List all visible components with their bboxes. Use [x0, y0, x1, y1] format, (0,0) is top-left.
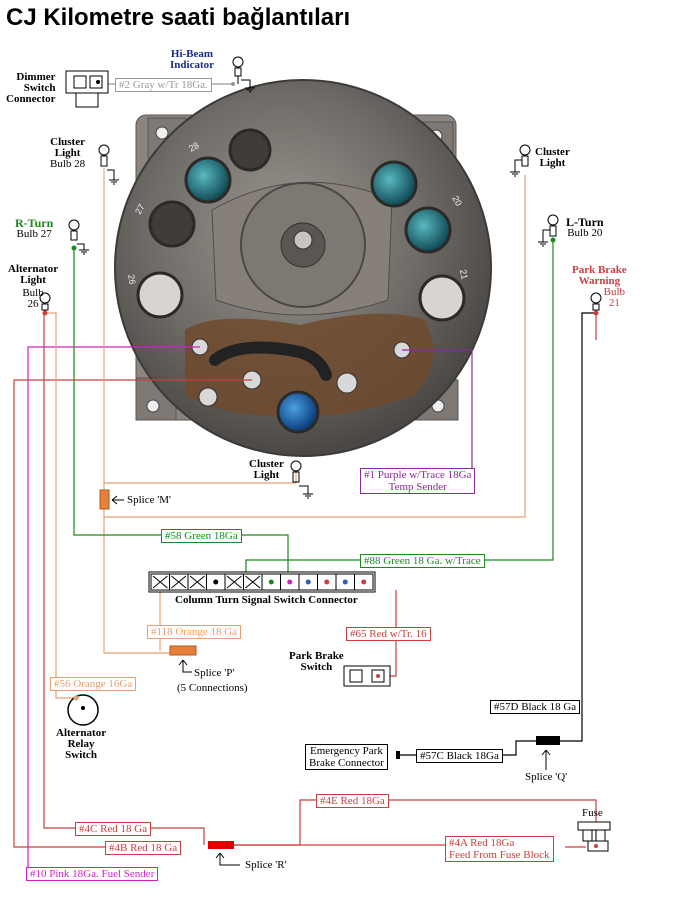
connector-pin-empty-mark — [171, 575, 187, 589]
wire-57d-black — [560, 312, 595, 742]
alternator-light-bulb-icon — [39, 292, 51, 304]
wire-label-56-orange: #56 Orange 16Ga — [50, 677, 137, 691]
splice-p — [169, 645, 197, 656]
hi-beam-bulb-icon — [232, 56, 244, 68]
connector-pin-empty-mark — [152, 575, 168, 589]
bulb-sockets — [39, 56, 602, 499]
wire-118-orange-left — [103, 508, 170, 654]
wire-red-terminal — [13, 379, 252, 848]
connector-pin-dot-blue — [305, 579, 311, 585]
park-brake-bulb-icon — [590, 292, 602, 304]
wire-label-2-gray: #2 Gray w/Tr 18Ga. — [115, 78, 212, 92]
splice-q — [536, 736, 560, 745]
connector-pin-dot-green — [268, 579, 274, 585]
wire-label-10-pink: #10 Pink 18Ga. Fuel Sender — [26, 867, 159, 881]
wire-label-4b-red: #4B Red 18 Ga — [105, 841, 182, 855]
dimmer-switch-connector — [65, 70, 109, 108]
gauge-number-27: 27 — [133, 202, 147, 216]
wire-label-4e-red: #4E Red 18Ga — [316, 794, 389, 808]
connector-pin-empty-mark — [226, 575, 242, 589]
alternator-relay-switch — [67, 694, 99, 726]
wire-label-57c-black: #57C Black 18Ga — [416, 749, 503, 763]
cluster-right-bulb-icon — [519, 144, 531, 156]
r-turn-bulb-icon — [68, 219, 80, 231]
wire-cluster-bottom-orange — [104, 470, 297, 484]
cluster-28-bulb-icon — [98, 144, 110, 156]
gauge-number-26: 26 — [126, 274, 138, 286]
wire-label-57d-black: #57D Black 18 Ga — [490, 700, 581, 714]
wire-56-orange — [45, 312, 76, 699]
wire-cluster-right-orange — [104, 175, 526, 518]
connector-label: Column Turn Signal Switch Connector — [175, 594, 358, 606]
emergency-connector-pin — [396, 751, 400, 759]
l-turn-bulb-icon — [547, 214, 559, 226]
splice-arrows — [111, 495, 551, 866]
connector-pin-dot-black — [213, 579, 219, 585]
splice-q-label: Splice 'Q' — [525, 771, 568, 783]
gauge-number-21: 21 — [458, 269, 470, 281]
cluster-bottom-bulb-icon — [290, 460, 302, 472]
wire-label-4c-red: #4C Red 18 Ga — [75, 822, 152, 836]
connector-pin-dot-blue — [342, 579, 348, 585]
page-title: CJ Kilometre saati bağlantıları — [6, 4, 351, 31]
connector-pin-dot-red — [361, 579, 367, 585]
park-brake-switch — [343, 665, 391, 687]
wire-label-58-green: #58 Green 18Ga — [161, 529, 242, 543]
gauge-number-28: 28 — [187, 140, 201, 154]
column-turn-signal-connector — [148, 571, 376, 593]
splice-m — [99, 489, 110, 510]
splice-r — [208, 841, 234, 849]
connector-pin-dot-red — [324, 579, 330, 585]
connector-pin-dot-pink — [287, 579, 293, 585]
splice-m-label: Splice 'M' — [127, 494, 171, 506]
wire-label-118-orange: #118 Orange 18 Ga — [147, 625, 242, 639]
splice-r-label: Splice 'R' — [245, 859, 287, 871]
gauge-number-20: 20 — [450, 194, 464, 208]
wire-label-88-green: #88 Green 18 Ga. w/Trace — [360, 554, 485, 568]
connector-pin-empty-mark — [245, 575, 261, 589]
gauge-cluster: 28 27 26 20 21 — [114, 79, 492, 457]
wire-1-purple — [402, 349, 473, 469]
connector-pin-empty-mark — [189, 575, 205, 589]
splice-p-connections-label: (5 Connections) — [177, 682, 248, 694]
wire-10-pink — [27, 346, 200, 870]
wire-label-65-red: #65 Red w/Tr. 16 — [346, 627, 431, 641]
fuse-label: Fuse — [582, 807, 603, 819]
fuse-block — [577, 821, 611, 852]
splice-p-label: Splice 'P' — [194, 667, 235, 679]
